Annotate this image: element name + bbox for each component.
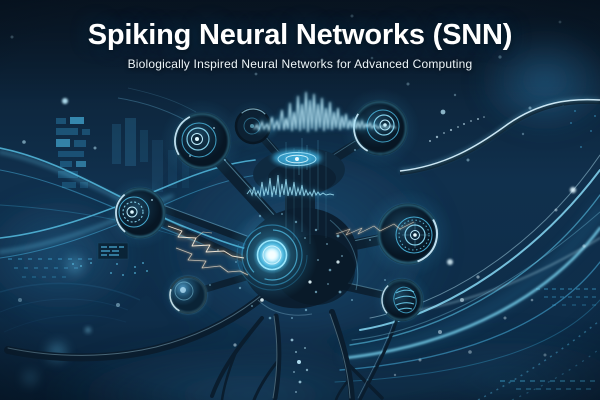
poster: Spiking Neural Networks (SNN) Biological… bbox=[0, 0, 600, 400]
vignette bbox=[0, 0, 600, 400]
neuron-illustration bbox=[0, 0, 600, 400]
